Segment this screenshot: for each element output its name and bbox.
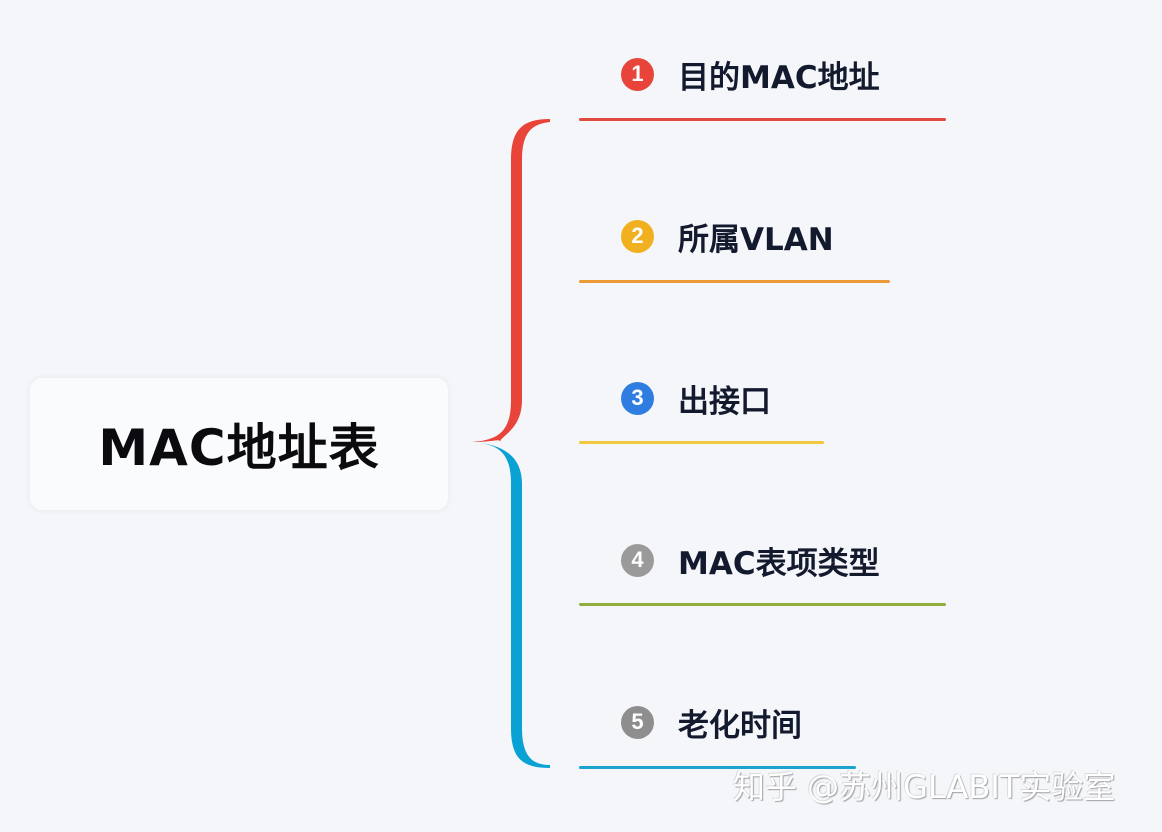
number-badge-3: 3 [621, 381, 654, 415]
underline [579, 441, 824, 444]
branch-label: 出接口 [678, 383, 771, 420]
brace-bottom-half [472, 442, 550, 768]
branch-label: 目的MAC地址 [678, 59, 880, 96]
underline [579, 118, 946, 121]
brace-top-half [472, 119, 550, 442]
watermark: 知乎 @苏州GLABIT实验室 [733, 768, 1116, 806]
number-badge-2: 2 [621, 219, 654, 253]
number-badge-4: 4 [621, 543, 654, 577]
number-badge-1: 1 [621, 57, 654, 91]
root-node: MAC地址表 [30, 378, 448, 510]
number-badge-5: 5 [621, 705, 654, 739]
underline [579, 280, 890, 283]
branch-label: 所属VLAN [678, 221, 834, 258]
root-label: MAC地址表 [98, 419, 380, 477]
underline [579, 603, 946, 606]
branch-label: 老化时间 [678, 707, 802, 744]
underline [579, 766, 856, 769]
branch-label: MAC表项类型 [678, 545, 880, 582]
